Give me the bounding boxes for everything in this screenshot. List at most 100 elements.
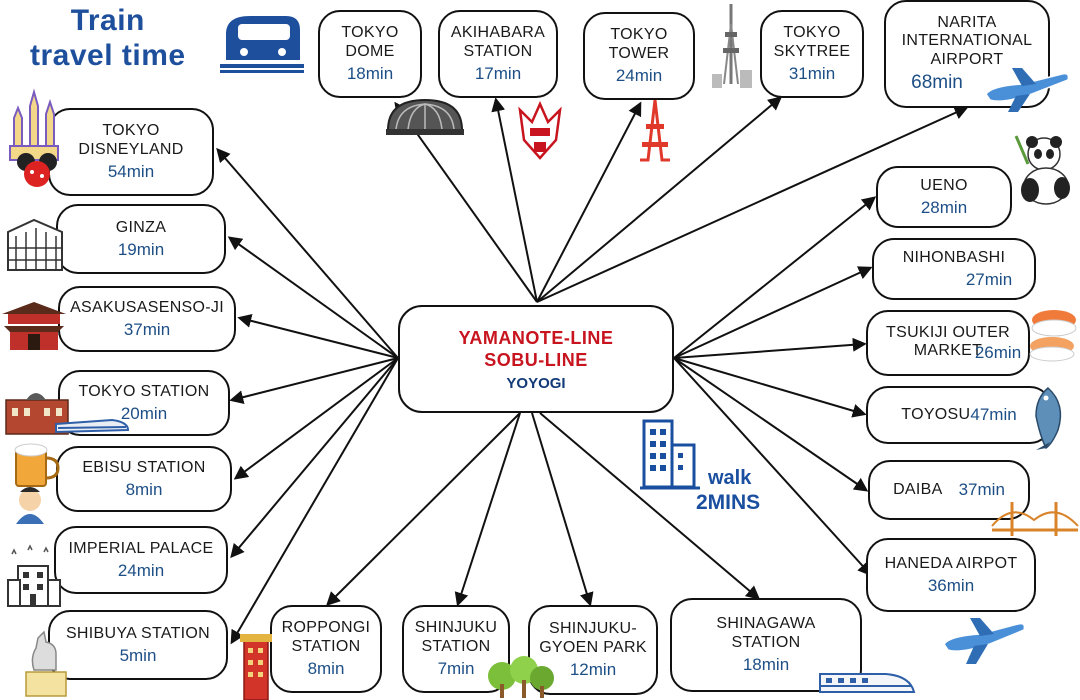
walk-note-time: 2MINS [696,491,761,514]
castle-icon [9,88,59,187]
arrow-to-ebisu [233,357,399,480]
node-name: TOKYO DISNEYLAND [78,122,184,158]
node-time: 68min [911,72,963,94]
node-time: 36min [927,575,975,595]
node-time: 17min [474,64,522,84]
node-ueno: UENO 28min [876,166,1012,228]
dome-icon [386,98,464,135]
node-name: TOKYO DOME [341,24,399,60]
node-time: 24min [117,560,165,580]
node-asakusa-sensoji: ASAKUSASENSO-JI 37min [58,286,236,352]
palace-icon [7,544,61,607]
fish-icon [1035,387,1062,450]
arrow-to-shibuya [230,357,399,645]
arrow-to-disneyland [216,147,399,359]
node-tokyo-tower: TOKYO TOWER 24min [583,12,695,100]
node-tsukiji-outer-market: TSUKIJI OUTER MARKET 26min [866,310,1030,376]
page-title: Train travel time [30,4,186,73]
building-icon [640,419,700,490]
node-time: 27min [965,269,1013,289]
node-name: GINZA [115,218,167,236]
node-name: HANEDA AIRPOT [884,554,1018,572]
node-time: 12min [569,660,617,680]
arrow-to-tokyo-dome [394,101,538,303]
node-time: 26min [974,342,1022,362]
arrow-to-nihonbashi [673,266,873,359]
skytree-icon [712,4,752,88]
node-time: 19min [117,239,165,259]
arrow-to-roppongi [326,412,521,606]
arrow-to-ginza [227,236,399,359]
node-time: 18min [742,655,790,675]
node-time: 7min [437,659,475,679]
node-tokyo-skytree: TOKYO SKYTREE 31min [760,10,864,98]
arrow-to-tsukiji [673,337,867,359]
node-name: SHIBUYA STATION [65,624,211,642]
hub-yoyogi: YAMANOTE-LINE SOBU-LINE YOYOGI [398,305,674,413]
node-imperial-palace: IMPERIAL PALACE 24min [54,526,228,594]
node-nihonbashi: NIHONBASHI 27min [872,238,1036,300]
train-icon [220,16,304,73]
beer-icon [14,443,60,524]
station-icon [5,393,130,435]
node-ebisu-station: EBISU STATION 8min [56,446,232,512]
node-time: 28min [920,197,968,217]
node-shibuya-station: SHIBUYA STATION 5min [48,610,228,680]
node-name: SHINJUKU STATION [414,619,498,655]
hub-station-name: YOYOGI [506,374,566,392]
red-tower-icon [240,634,272,700]
airplane-icon [985,68,1070,112]
node-time: 54min [107,162,155,182]
walk-note-label: walk [708,467,752,489]
node-name: TOKYO TOWER [608,26,670,62]
node-daiba: DAIBA 37min [868,460,1030,520]
temple-icon [2,302,66,350]
hub-line-yamanote: YAMANOTE-LINE [458,327,614,348]
trees-icon [488,656,554,698]
node-roppongi-station: ROPPONGI STATION 8min [270,605,382,693]
dog-statue-icon [25,630,67,697]
node-name: TOKYO SKYTREE [773,24,851,60]
node-time: 47min [970,405,1017,425]
node-time: 8min [307,659,345,679]
arrow-to-shinagawa [539,412,761,600]
node-time: 37min [123,319,171,339]
node-haneda-airport: HANEDA AIRPOT 36min [866,538,1036,612]
hub-line-sobu: SOBU-LINE [484,350,588,370]
airplane-icon [943,618,1026,664]
node-time: 24min [615,66,663,86]
arrow-to-shinjuku [454,412,521,607]
node-name: TOYOSU [901,405,971,423]
sushi-icon [1029,310,1077,362]
arrow-to-tokyo-station [229,357,399,405]
node-toyosu: TOYOSU 47min [866,386,1052,444]
node-time: 31min [788,64,836,84]
arrow-to-tokyo-skytree [536,96,783,303]
node-time: 37min [958,480,1005,500]
shinkansen-icon [819,673,916,693]
node-name: DAIBA [893,480,943,498]
node-name: UENO [920,176,968,194]
tower-icon [640,99,670,162]
node-name: IMPERIAL PALACE [68,539,214,557]
arrow-to-toyosu [673,357,867,418]
arrow-to-daiba [673,357,869,492]
arrow-to-narita [536,106,969,303]
node-tokyo-station: TOKYO STATION 20min [58,370,230,436]
node-ginza: GINZA 19min [56,204,226,274]
arrow-to-asakusa [237,313,399,359]
node-name: SHINAGAWA STATION [716,615,816,651]
node-name: ROPPONGI STATION [281,619,371,655]
arrow-to-imperial-palace [230,357,399,559]
arrow-to-tokyo-tower [536,101,642,303]
node-shinjuku-gyoen-park: SHINJUKU- GYOEN PARK 12min [528,605,658,695]
title-line-2: travel time [30,38,186,72]
node-tokyo-dome: TOKYO DOME 18min [318,10,422,98]
arrow-to-haneda [673,357,872,577]
building-icon [7,218,63,271]
node-tokyo-disneyland: TOKYO DISNEYLAND 54min [48,108,214,196]
node-time: 5min [119,645,157,665]
node-akihabara-station: AKIHABARA STATION 17min [438,10,558,98]
arrow-to-ueno [673,196,877,359]
